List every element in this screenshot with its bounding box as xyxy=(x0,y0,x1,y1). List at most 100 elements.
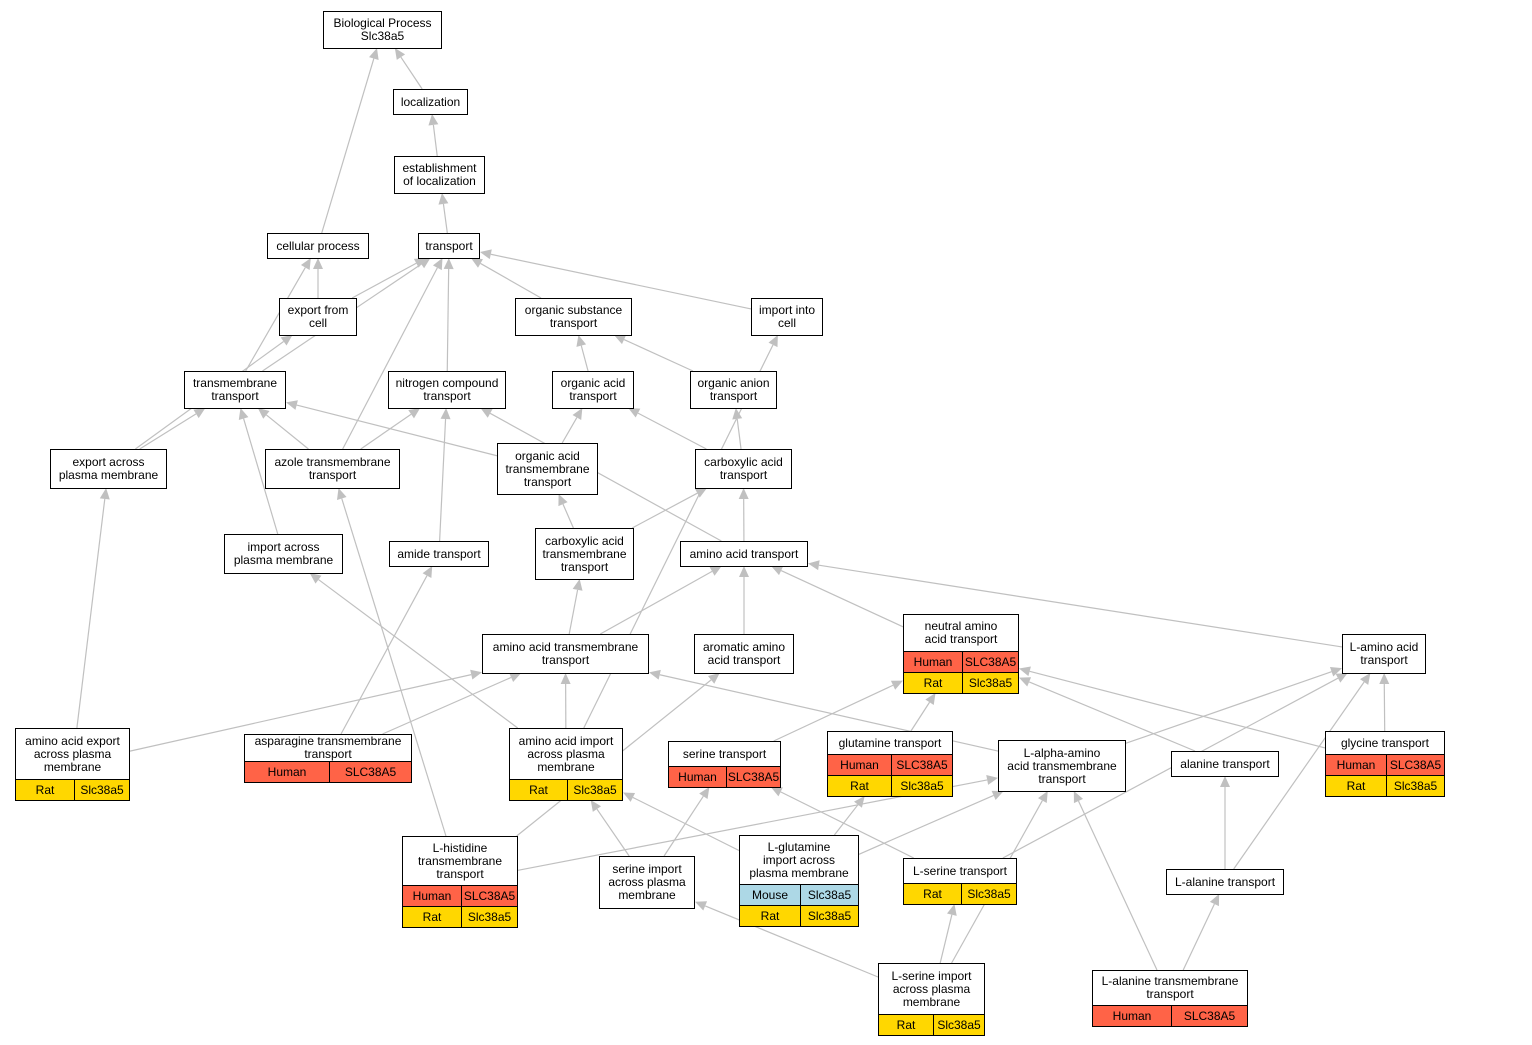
node-amino-acid-tm-transport[interactable]: amino acid transmembrane transport xyxy=(482,634,649,674)
gene-symbol: SLC38A5 xyxy=(726,767,780,787)
edge-carboxylic-acid-transport-to-organic-acid-transport xyxy=(637,412,707,450)
node-alanine-transport[interactable]: alanine transport xyxy=(1171,751,1279,777)
edge-l-serine-import-across-pm-to-serine-import-across-pm xyxy=(704,905,879,978)
node-carboxylic-acid-tm-transport[interactable]: carboxylic acid transmembrane transport xyxy=(535,528,634,580)
node-label: serine transport xyxy=(682,746,767,761)
edge-l-serine-transport-to-serine-transport xyxy=(780,791,914,859)
node-organic-acid-transport[interactable]: organic acid transport xyxy=(552,371,634,409)
node-l-glutamine-import-across-pm[interactable]: L-glutamine import across plasma membran… xyxy=(739,835,859,927)
node-label: carboxylic acid transmembrane transport xyxy=(542,533,627,574)
edge-l-serine-import-across-pm-to-l-serine-transport xyxy=(939,914,953,964)
edge-establishment-to-localization xyxy=(432,124,438,157)
edge-nitrogen-compound-transport-to-transport xyxy=(446,268,450,372)
node-organic-acid-tm-transport[interactable]: organic acid transmembrane transport xyxy=(497,443,598,495)
edge-arrowhead xyxy=(576,335,587,347)
edge-arrowhead xyxy=(628,408,641,418)
edge-l-glutamine-import-across-pm-to-glutamine-transport xyxy=(833,804,859,836)
node-aromatic-amino-acid-transport[interactable]: aromatic amino acid transport xyxy=(694,634,794,674)
edge-arrowhead xyxy=(470,258,483,268)
node-amino-acid-transport[interactable]: amino acid transport xyxy=(680,541,808,567)
node-amino-acid-import-across-pm[interactable]: amino acid import across plasma membrane… xyxy=(509,728,623,801)
node-import-into-cell[interactable]: import into cell xyxy=(751,298,823,336)
node-transport[interactable]: transport xyxy=(418,233,480,259)
edge-arrowhead xyxy=(991,790,1004,800)
edge-arrowhead xyxy=(336,488,347,500)
node-label: organic acid transmembrane transport xyxy=(505,448,590,489)
node-label: amino acid transmembrane transport xyxy=(492,640,639,667)
gene-symbol: SLC38A5 xyxy=(1171,1006,1247,1026)
edge-azole-tm-transport-to-nitrogen-compound-transport xyxy=(360,413,412,450)
species-name: Rat xyxy=(923,675,943,690)
edge-carboxylic-acid-tm-transport-to-carboxylic-acid-transport xyxy=(631,492,698,529)
species-name: Rat xyxy=(850,778,869,793)
edge-serine-import-across-pm-to-serine-transport xyxy=(663,795,704,857)
edge-arrowhead xyxy=(440,408,451,420)
species-name: Human xyxy=(913,654,953,669)
node-transmembrane-transport[interactable]: transmembrane transport xyxy=(184,371,286,409)
node-serine-import-across-pm[interactable]: serine import across plasma membrane xyxy=(599,856,695,909)
gene-symbol: Slc38a5 xyxy=(800,906,858,926)
edge-export-from-cell-to-transport xyxy=(351,262,417,299)
gene-symbol: Slc38a5 xyxy=(1386,776,1444,796)
node-label: L-histidine transmembrane transport xyxy=(417,840,503,881)
node-organic-anion-transport[interactable]: organic anion transport xyxy=(690,371,777,409)
node-export-across-pm[interactable]: export across plasma membrane xyxy=(50,449,167,489)
node-label: serine import across plasma membrane xyxy=(608,862,686,902)
edge-arrowhead xyxy=(369,48,379,60)
edge-glycine-transport-to-neutral-amino-acid-transport xyxy=(1029,670,1326,749)
species-name: Human xyxy=(267,764,307,779)
node-localization[interactable]: localization xyxy=(393,89,468,115)
node-amino-acid-export-across-pm[interactable]: amino acid export across plasma membrane… xyxy=(15,728,130,801)
node-l-alpha-amino-acid-tm-transport[interactable]: L-alpha-amino acid transmembrane transpo… xyxy=(998,740,1126,792)
edge-arrowhead xyxy=(432,258,443,271)
node-l-alanine-transport[interactable]: L-alanine transport xyxy=(1166,869,1284,895)
edge-arrowhead xyxy=(1019,677,1032,687)
node-cellular-process[interactable]: cellular process xyxy=(267,233,369,259)
node-label: import into cell xyxy=(758,303,816,330)
edge-arrowhead xyxy=(770,787,783,797)
species-name: Rat xyxy=(529,782,548,797)
edge-arrowhead xyxy=(1335,673,1348,683)
node-establishment[interactable]: establishment of localization xyxy=(394,156,485,194)
node-amide-transport[interactable]: amide transport xyxy=(389,541,489,567)
edge-arrowhead xyxy=(890,680,903,690)
gene-symbol: SLC38A5 xyxy=(891,755,952,775)
node-label: transmembrane transport xyxy=(192,376,278,403)
node-label: neutral amino acid transport xyxy=(924,619,998,646)
node-azole-tm-transport[interactable]: azole transmembrane transport xyxy=(265,449,400,489)
edge-organic-acid-tm-transport-to-organic-acid-transport xyxy=(561,417,578,444)
node-bp[interactable]: Biological Process Slc38a5 xyxy=(323,11,442,49)
edge-arrowhead xyxy=(572,408,583,421)
node-export-from-cell[interactable]: export from cell xyxy=(279,298,357,336)
edge-export-across-pm-to-transmembrane-transport xyxy=(139,413,197,450)
node-import-across-pm[interactable]: import across plasma membrane xyxy=(224,534,343,574)
species-name: Rat xyxy=(422,909,442,924)
species-name: Rat xyxy=(35,782,55,797)
species-name: Human xyxy=(1112,1008,1152,1023)
node-label: alanine transport xyxy=(1180,756,1270,771)
edge-arrowhead xyxy=(470,669,482,680)
edge-arrowhead xyxy=(947,904,957,916)
edge-arrowhead xyxy=(694,488,708,498)
edge-arrowhead xyxy=(1220,776,1230,787)
edge-alanine-transport-to-neutral-amino-acid-transport xyxy=(1028,681,1196,752)
node-nitrogen-compound-transport[interactable]: nitrogen compound transport xyxy=(388,371,506,409)
node-label: organic anion transport xyxy=(697,376,770,403)
node-organic-substance-transport[interactable]: organic substance transport xyxy=(515,298,632,336)
edge-arrowhead xyxy=(238,408,249,420)
edge-azole-tm-transport-to-transmembrane-transport xyxy=(266,414,309,450)
node-l-amino-acid-transport[interactable]: L-amino acid transport xyxy=(1342,634,1426,674)
node-carboxylic-acid-transport[interactable]: carboxylic acid transport xyxy=(695,449,792,489)
